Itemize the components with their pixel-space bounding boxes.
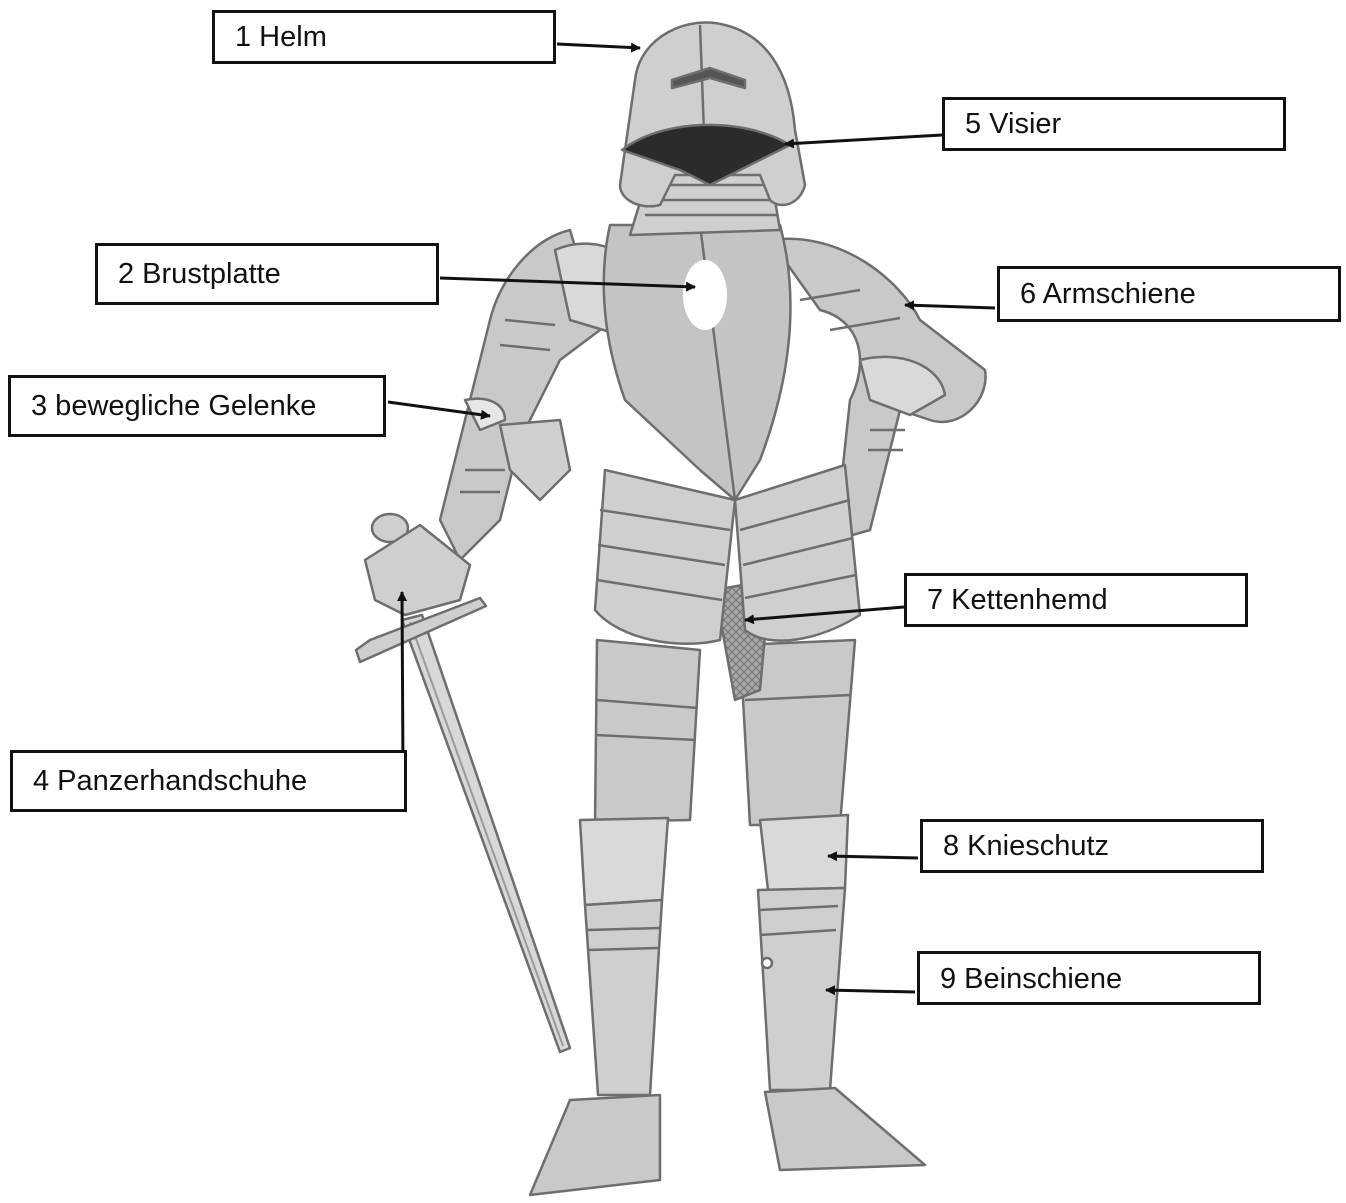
label-text: 1 Helm: [235, 21, 327, 54]
arrow-beinschiene: [826, 990, 915, 992]
label-visier: 5 Visier: [942, 97, 1286, 151]
label-brustplatte: 2 Brustplatte: [95, 243, 439, 305]
label-beinschiene: 9 Beinschiene: [917, 951, 1261, 1005]
label-text: 5 Visier: [965, 108, 1061, 141]
arrow-visier: [785, 135, 942, 144]
right-leg-armor: [740, 640, 925, 1170]
label-armschiene: 6 Armschiene: [997, 266, 1341, 322]
arrow-knieschutz: [828, 856, 918, 858]
helmet: [620, 22, 805, 206]
label-kettenhemd: 7 Kettenhemd: [904, 573, 1248, 627]
label-text: 2 Brustplatte: [118, 258, 281, 291]
left-leg-armor: [530, 640, 700, 1195]
label-text: 3 bewegliche Gelenke: [31, 390, 316, 423]
label-text: 8 Knieschutz: [943, 830, 1109, 863]
label-bewegliche-gelenke: 3 bewegliche Gelenke: [8, 375, 386, 437]
label-text: 7 Kettenhemd: [927, 584, 1108, 617]
label-text: 9 Beinschiene: [940, 963, 1122, 996]
label-knieschutz: 8 Knieschutz: [920, 819, 1264, 873]
arrow-panzerhandschuhe: [402, 592, 403, 772]
arrow-helm: [557, 44, 640, 48]
label-helm: 1 Helm: [212, 10, 556, 64]
label-text: 4 Panzerhandschuhe: [33, 765, 307, 798]
label-panzerhandschuhe: 4 Panzerhandschuhe: [10, 750, 407, 812]
arrow-armschiene: [905, 305, 995, 308]
label-text: 6 Armschiene: [1020, 278, 1196, 311]
